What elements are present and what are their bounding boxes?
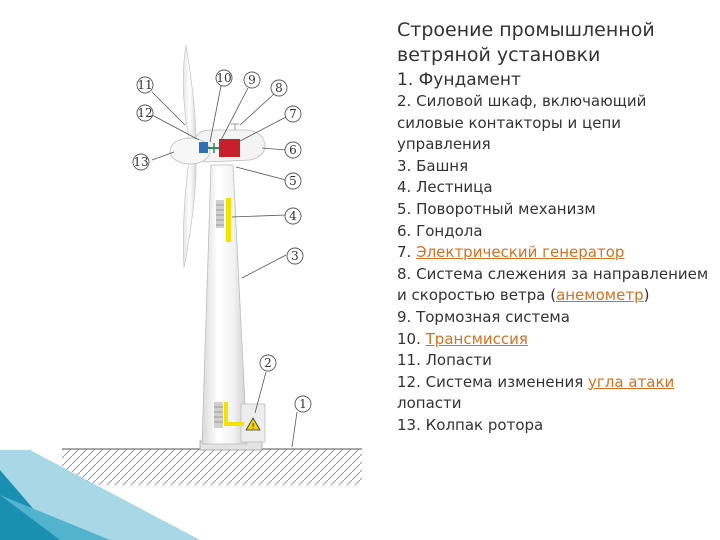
ladder-bottom xyxy=(214,402,244,428)
callout-1: 1 xyxy=(294,395,312,413)
legend-item: 11. Лопасти xyxy=(397,350,712,372)
legend-item: 2. Силовой шкаф, включающий силовые конт… xyxy=(397,91,712,156)
svg-text:5: 5 xyxy=(289,174,297,188)
corner-decoration xyxy=(0,450,200,540)
svg-text:12: 12 xyxy=(137,106,152,120)
legend-item-number: 8. xyxy=(397,264,412,283)
legend-item: 5. Поворотный механизм xyxy=(397,199,712,221)
legend-item-text: Лестница xyxy=(416,178,493,197)
legend-item-text-after: лопасти xyxy=(397,394,462,413)
legend-panel: Строение промышленной ветряной установки… xyxy=(397,18,712,437)
callout-6: 6 xyxy=(284,141,302,159)
legend-item: 1. Фундамент xyxy=(397,69,712,91)
legend-item-text: Силовой шкаф, включающий силовые контакт… xyxy=(397,92,647,154)
svg-text:2: 2 xyxy=(264,356,272,370)
legend-item-number: 10. xyxy=(397,329,421,348)
legend-item: 13. Колпак ротора xyxy=(397,415,712,437)
legend-item-number: 1. xyxy=(397,70,414,90)
legend-item-link[interactable]: угла атаки xyxy=(588,372,675,391)
legend-item-text: Поворотный механизм xyxy=(416,199,596,218)
svg-text:4: 4 xyxy=(289,209,297,223)
legend-item: 7. Электрический генератор xyxy=(397,242,712,264)
legend-item-number: 6. xyxy=(397,221,412,240)
callout-2: 2 xyxy=(259,354,277,372)
legend-item: 3. Башня xyxy=(397,156,712,178)
callout-5: 5 xyxy=(284,172,302,190)
svg-text:9: 9 xyxy=(248,73,256,87)
legend-item-text: Система изменения xyxy=(425,372,589,391)
ground-hatch xyxy=(62,449,362,485)
svg-text:10: 10 xyxy=(216,71,231,85)
generator xyxy=(219,139,240,157)
legend-item: 4. Лестница xyxy=(397,177,712,199)
callout-3: 3 xyxy=(286,247,304,265)
callout-7: 7 xyxy=(284,105,302,123)
legend-item-text: Башня xyxy=(416,156,469,175)
tower xyxy=(201,164,248,445)
legend-item-number: 12. xyxy=(397,372,421,391)
leader-lines xyxy=(151,85,298,448)
svg-text:7: 7 xyxy=(289,107,297,121)
yaw-motor xyxy=(199,142,208,153)
legend-item-number: 3. xyxy=(397,156,412,175)
svg-text:6: 6 xyxy=(289,143,297,157)
legend-item-number: 7. xyxy=(397,243,412,262)
legend-item: 12. Система изменения угла атаки лопасти xyxy=(397,372,712,415)
legend-item-number: 5. xyxy=(397,199,412,218)
legend-item-text: Гондола xyxy=(416,221,483,240)
legend-item-text: Фундамент xyxy=(418,70,521,90)
legend-item-text: Тормозная система xyxy=(416,307,570,326)
legend-item-link[interactable]: анемометр xyxy=(556,286,644,305)
legend-item-text-after: ) xyxy=(643,286,650,305)
legend-item-text: Колпак ротора xyxy=(425,415,544,434)
legend-item: 6. Гондола xyxy=(397,221,712,243)
legend-item-text: Система слежения за направлением и скоро… xyxy=(397,264,709,305)
slide-title: Строение промышленной ветряной установки xyxy=(397,19,655,66)
warning-icon xyxy=(245,417,261,431)
legend-item-number: 9. xyxy=(397,307,412,326)
wind-turbine-diagram: ! 11 12 13 10 xyxy=(62,44,362,485)
legend-item: 8. Система слежения за направлением и ск… xyxy=(397,264,712,307)
callout-12: 12 xyxy=(136,104,154,122)
legend-item-number: 13. xyxy=(397,415,421,434)
callout-9: 9 xyxy=(243,71,261,89)
legend-item: 9. Тормозная система xyxy=(397,307,712,329)
legend-item-number: 11. xyxy=(397,351,421,370)
ladder-top xyxy=(216,198,231,242)
callout-8: 8 xyxy=(270,79,288,97)
legend-item-text: Лопасти xyxy=(425,351,492,370)
legend-item-link[interactable]: Трансмиссия xyxy=(425,329,528,348)
callout-13: 13 xyxy=(132,153,150,171)
svg-text:8: 8 xyxy=(275,81,283,95)
blade-top xyxy=(182,44,197,144)
svg-text:13: 13 xyxy=(133,155,148,169)
warning-icon-mark: ! xyxy=(252,422,255,431)
legend-item-number: 4. xyxy=(397,178,412,197)
svg-text:1: 1 xyxy=(299,397,307,411)
legend-item: 10. Трансмиссия xyxy=(397,329,712,351)
callout-11: 11 xyxy=(136,76,154,94)
svg-text:3: 3 xyxy=(291,249,299,263)
legend-item-link[interactable]: Электрический генератор xyxy=(416,243,625,262)
callout-4: 4 xyxy=(284,207,302,225)
svg-text:11: 11 xyxy=(137,78,152,92)
callout-10: 10 xyxy=(215,69,233,87)
legend-item-number: 2. xyxy=(397,92,412,110)
blade-bottom xyxy=(183,159,197,269)
